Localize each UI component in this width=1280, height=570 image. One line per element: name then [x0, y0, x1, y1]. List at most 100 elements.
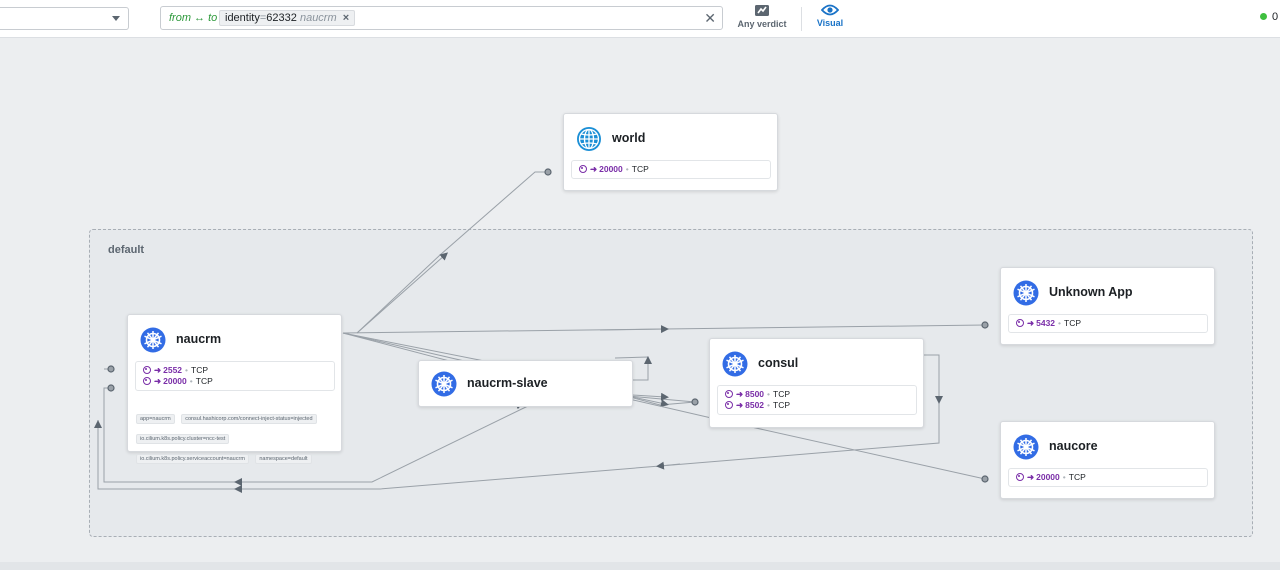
edge-arrow-world [356, 252, 448, 334]
eye-icon [821, 4, 839, 16]
port-number: 8502 [745, 400, 765, 410]
kubernetes-icon [722, 351, 748, 377]
bottom-panel-edge [0, 562, 1280, 570]
arrow-right-icon: ➜ [1027, 472, 1035, 482]
label-chip: io.cilium.k8s.policy.cluster=ncc-test [136, 434, 230, 444]
port-icon [1016, 319, 1024, 327]
ports-box: ➜8500•TCP ➜8502•TCP [717, 385, 917, 415]
ports-box: ➜20000•TCP [571, 160, 771, 179]
visual-label: Visual [816, 18, 844, 28]
port-icon [579, 165, 587, 173]
service-card-unknown-app[interactable]: Unknown App ➜5432•TCP [1000, 267, 1215, 345]
arrow-right-icon: ➜ [590, 164, 598, 174]
bullet-icon: • [767, 400, 771, 410]
kubernetes-icon [140, 327, 166, 353]
kubernetes-icon [1013, 280, 1039, 306]
port-icon [143, 366, 151, 374]
port-number: 20000 [1036, 472, 1060, 482]
port-protocol: TCP [195, 376, 213, 386]
port-row: ➜20000•TCP [1016, 472, 1200, 483]
globe-icon [577, 127, 601, 151]
arrow-right-icon: ➜ [154, 376, 162, 386]
port-row: ➜8502•TCP [725, 400, 909, 411]
port-number: 8500 [745, 389, 765, 399]
status-indicator: 0 [1260, 11, 1278, 23]
label-chip: app=naucrm [136, 414, 175, 424]
edge-endpoint-unknown [981, 321, 989, 329]
verdict-label: Any verdict [737, 19, 787, 29]
port-row: ➜8500•TCP [725, 389, 909, 400]
service-name: consul [758, 356, 799, 370]
verdict-icon [755, 5, 769, 16]
filter-value: 62332 [266, 12, 297, 24]
edge-slave-naucrm [103, 387, 531, 483]
filter-key: identity [225, 12, 260, 24]
arrow-right-icon: ➜ [736, 400, 744, 410]
kubernetes-icon [431, 371, 457, 397]
port-protocol: TCP [191, 365, 209, 375]
port-icon [725, 401, 733, 409]
port-row: ➜2552•TCP [143, 365, 327, 376]
port-protocol: TCP [631, 164, 649, 174]
bullet-icon: • [185, 365, 189, 375]
service-card-world[interactable]: world ➜20000•TCP [563, 113, 778, 191]
port-protocol: TCP [773, 400, 791, 410]
service-card-consul[interactable]: consul ➜8500•TCP ➜8502•TCP [709, 338, 924, 428]
arrow-right-icon: ➜ [154, 365, 162, 375]
filter-sub: naucrm [299, 12, 337, 24]
filter-chip[interactable]: identity=62332 naucrm × [219, 10, 356, 26]
service-card-naucore[interactable]: naucore ➜20000•TCP [1000, 421, 1215, 499]
edge-endpoint-consul [691, 398, 699, 406]
label-chip: namespace=default [255, 454, 312, 464]
edge-naucrm-world [356, 171, 548, 334]
service-card-naucrm-slave[interactable]: naucrm-slave [418, 360, 633, 407]
namespace-select[interactable] [0, 7, 129, 30]
label-chip: consul.hashicorp.com/connect-inject-stat… [181, 414, 317, 424]
visual-button[interactable]: Visual [812, 4, 848, 28]
verdict-button[interactable]: Any verdict [736, 4, 788, 29]
port-row: ➜20000•TCP [143, 376, 327, 387]
port-icon [725, 390, 733, 398]
edge-endpoint-naucrm-20000 [107, 384, 115, 392]
chevron-down-icon [112, 16, 120, 21]
bullet-icon: • [625, 164, 629, 174]
bullet-icon: • [1058, 318, 1062, 328]
status-count: 0 [1272, 11, 1279, 23]
service-name: world [612, 131, 646, 145]
filter-direction[interactable]: from ↔ to [169, 12, 218, 24]
filter-input[interactable]: from ↔ to identity=62332 naucrm × ✕ [160, 6, 723, 30]
port-row: ➜20000•TCP [579, 164, 763, 175]
port-number: 5432 [1036, 318, 1056, 328]
edge-endpoint-world [544, 168, 552, 176]
port-number: 20000 [599, 164, 623, 174]
ports-box: ➜20000•TCP [1008, 468, 1208, 487]
edge-arrow-unknown [599, 325, 669, 334]
service-name: naucrm-slave [467, 376, 548, 390]
chip-close-icon[interactable]: × [342, 12, 350, 24]
port-number: 2552 [163, 365, 183, 375]
edge-arrow-back1 [656, 461, 681, 470]
service-name: naucore [1049, 439, 1098, 453]
ports-box: ➜2552•TCP ➜20000•TCP [135, 361, 335, 391]
label-chip: io.cilium.k8s.policy.serviceaccount=nauc… [136, 454, 249, 464]
bullet-icon: • [1062, 472, 1066, 482]
service-name: Unknown App [1049, 285, 1133, 299]
bullet-icon: • [767, 389, 771, 399]
service-name: naucrm [176, 332, 222, 346]
port-icon [143, 377, 151, 385]
bullet-icon: • [189, 376, 193, 386]
toolbar-divider [801, 7, 802, 31]
arrow-right-icon: ➜ [736, 389, 744, 399]
service-card-naucrm[interactable]: naucrm ➜2552•TCP ➜20000•TCP app=naucrm c… [127, 314, 342, 464]
edge-endpoint-naucrm-2552 [107, 365, 115, 373]
ports-box: ➜5432•TCP [1008, 314, 1208, 333]
namespace-label: default [108, 244, 145, 256]
arrow-right-icon: ➜ [1027, 318, 1035, 328]
port-protocol: TCP [1068, 472, 1086, 482]
clear-filter-icon[interactable]: ✕ [704, 10, 716, 26]
edge-endpoint-naucore [981, 475, 989, 483]
label-list: app=naucrm consul.hashicorp.com/connect-… [136, 407, 336, 467]
kubernetes-icon [1013, 434, 1039, 460]
port-icon [1016, 473, 1024, 481]
port-number: 20000 [163, 376, 187, 386]
